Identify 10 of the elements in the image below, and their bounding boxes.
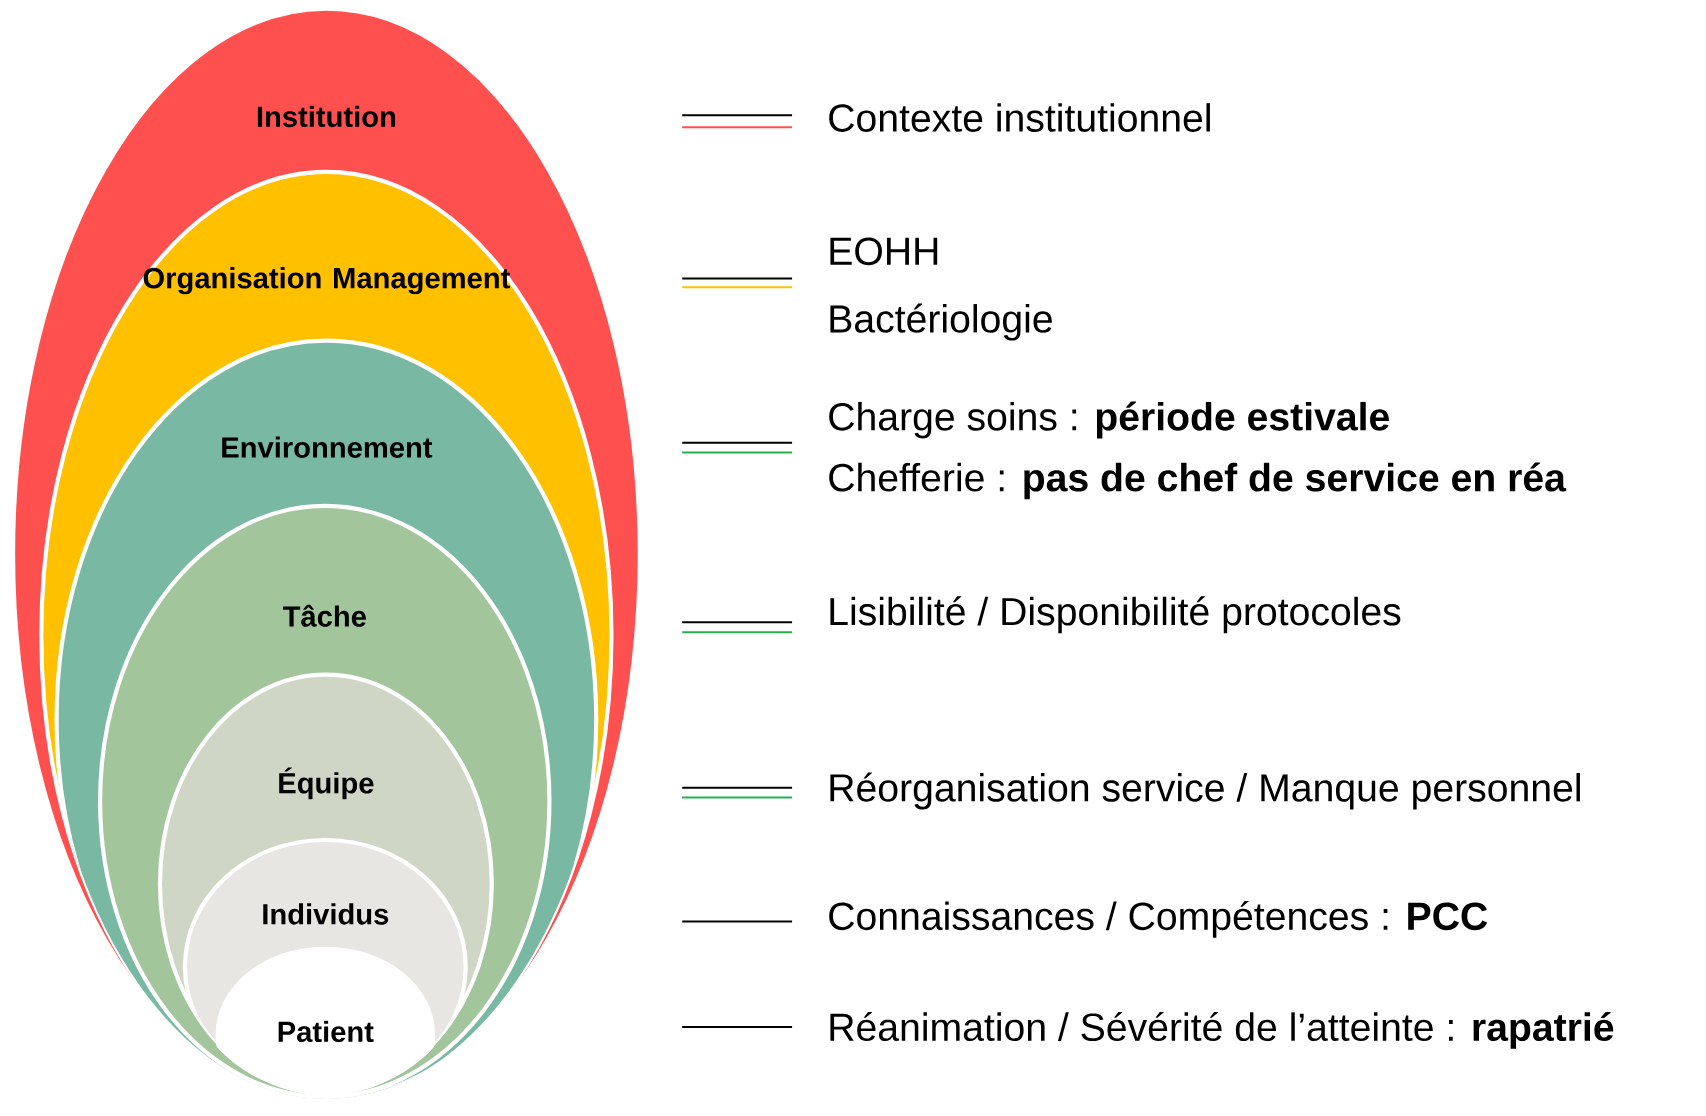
- label-text: Réorganisation service / Manque personnel: [830, 772, 1580, 810]
- label-text: EOHH: [830, 237, 938, 266]
- node-label: Patient: [278, 1020, 374, 1043]
- label-text: Charge soins : période estivale: [829, 401, 1389, 439]
- label-text: Bactériologie: [830, 303, 1052, 341]
- label-text: Connaissances / Compétences : PCC: [829, 900, 1488, 938]
- label-text: Lisibilité / Disponibilité protocoles: [830, 596, 1401, 634]
- label-text: Contexte institutionnel: [829, 103, 1210, 132]
- label-text: Chefferie : pas de chef de service en réa: [829, 462, 1567, 500]
- label-text: Réanimation / Sévérité de l’atteinte : rapatrié: [830, 1011, 1614, 1049]
